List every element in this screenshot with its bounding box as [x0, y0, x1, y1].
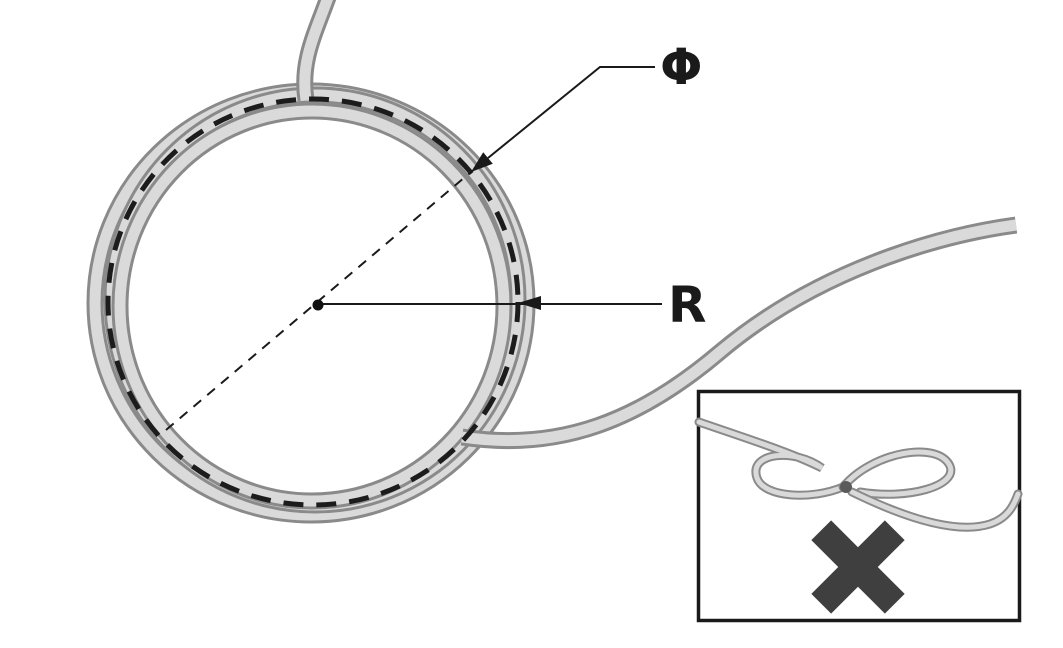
tangled-cord — [694, 417, 1023, 532]
phi-leader-line — [487, 66, 655, 159]
cable-top-end — [296, 0, 337, 102]
cable-wrap-inner — [111, 102, 513, 510]
r-label: R — [668, 276, 707, 334]
diameter-dashed-circle — [105, 96, 521, 508]
coiled-cable — [86, 0, 1018, 524]
cord-knot — [840, 481, 852, 493]
cable-tail — [460, 216, 1018, 450]
x-icon — [811, 520, 905, 614]
radius-arrowhead-icon — [518, 296, 541, 310]
phi-arrowhead-icon — [471, 152, 493, 172]
phi-label: Φ — [660, 38, 703, 96]
center-point — [312, 299, 324, 311]
